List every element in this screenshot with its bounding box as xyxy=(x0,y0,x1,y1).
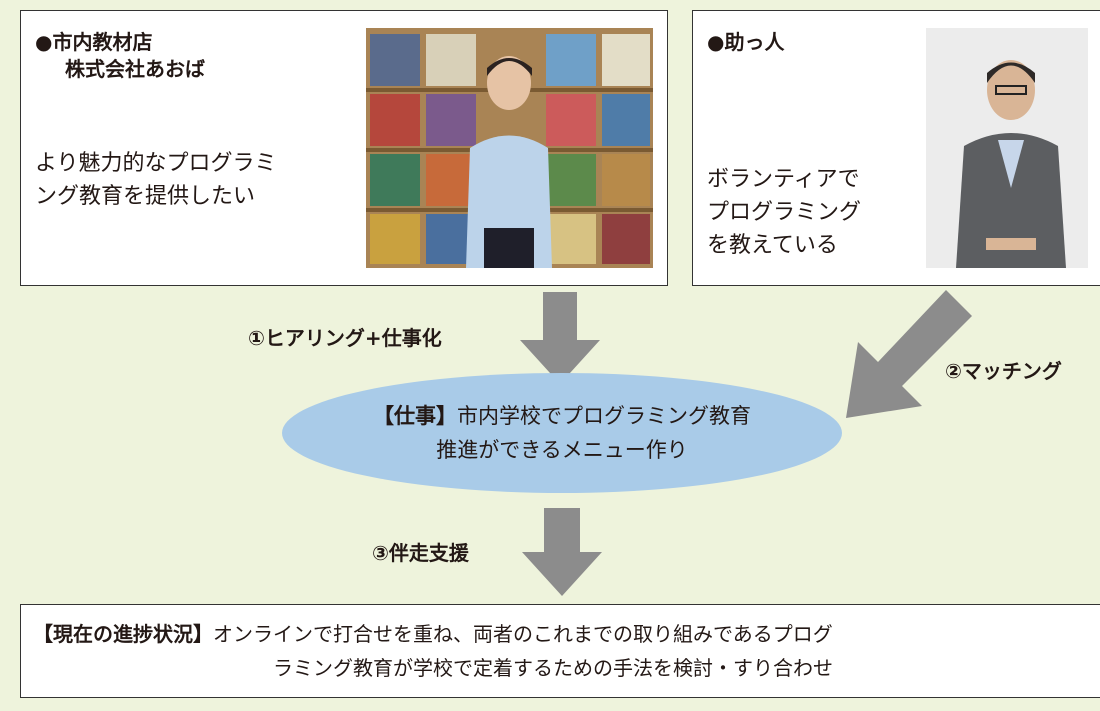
shop-staff-photo xyxy=(366,28,653,268)
job-ellipse: 【仕事】市内学校でプログラミング教育 推進ができるメニュー作り xyxy=(282,373,842,493)
step2-label: ②マッチング xyxy=(945,359,1062,383)
status-heading: 【現在の進捗状況】 xyxy=(33,622,213,646)
arrow-diagonal-icon xyxy=(846,290,972,418)
arrow-down-1-icon xyxy=(520,292,600,384)
status-line2: ラミング教育が学校で定着するための手法を検討・すり合わせ xyxy=(273,656,833,680)
status-line1: オンラインで打合せを重ね、両者のこれまでの取り組みであるプログ xyxy=(213,622,833,646)
shop-desc-line2: ング教育を提供したい xyxy=(35,184,256,209)
helper-title: ●助っ人 xyxy=(707,30,785,54)
job-prefix: 【仕事】 xyxy=(373,404,457,428)
shop-desc-line1: より魅力的なプログラミ xyxy=(35,151,277,176)
job-line2: 推進ができるメニュー作り xyxy=(436,438,688,462)
bookshelf-person-illustration xyxy=(366,28,653,268)
helper-portrait-photo xyxy=(926,28,1088,268)
shop-card: ●市内教材店 株式会社あおば より魅力的なプログラミ ング教育を提供したい xyxy=(20,10,668,286)
shop-title-line1: ●市内教材店 xyxy=(35,30,153,54)
step1-label: ①ヒアリング+仕事化 xyxy=(248,326,442,350)
shop-title-line2: 株式会社あおば xyxy=(65,57,205,81)
helper-desc-line2: プログラミング xyxy=(707,200,862,225)
helper-card: ●助っ人 ボランティアで プログラミング を教えている xyxy=(692,10,1100,286)
helper-desc-line1: ボランティアで xyxy=(707,167,860,192)
step3-label: ③伴走支援 xyxy=(372,541,469,565)
arrow-down-3-icon xyxy=(522,508,602,596)
helper-desc-line3: を教えている xyxy=(707,233,838,258)
status-box: 【現在の進捗状況】オンラインで打合せを重ね、両者のこれまでの取り組みであるプログ… xyxy=(20,604,1100,698)
job-line1: 市内学校でプログラミング教育 xyxy=(457,404,751,428)
seated-man-illustration xyxy=(926,28,1088,268)
